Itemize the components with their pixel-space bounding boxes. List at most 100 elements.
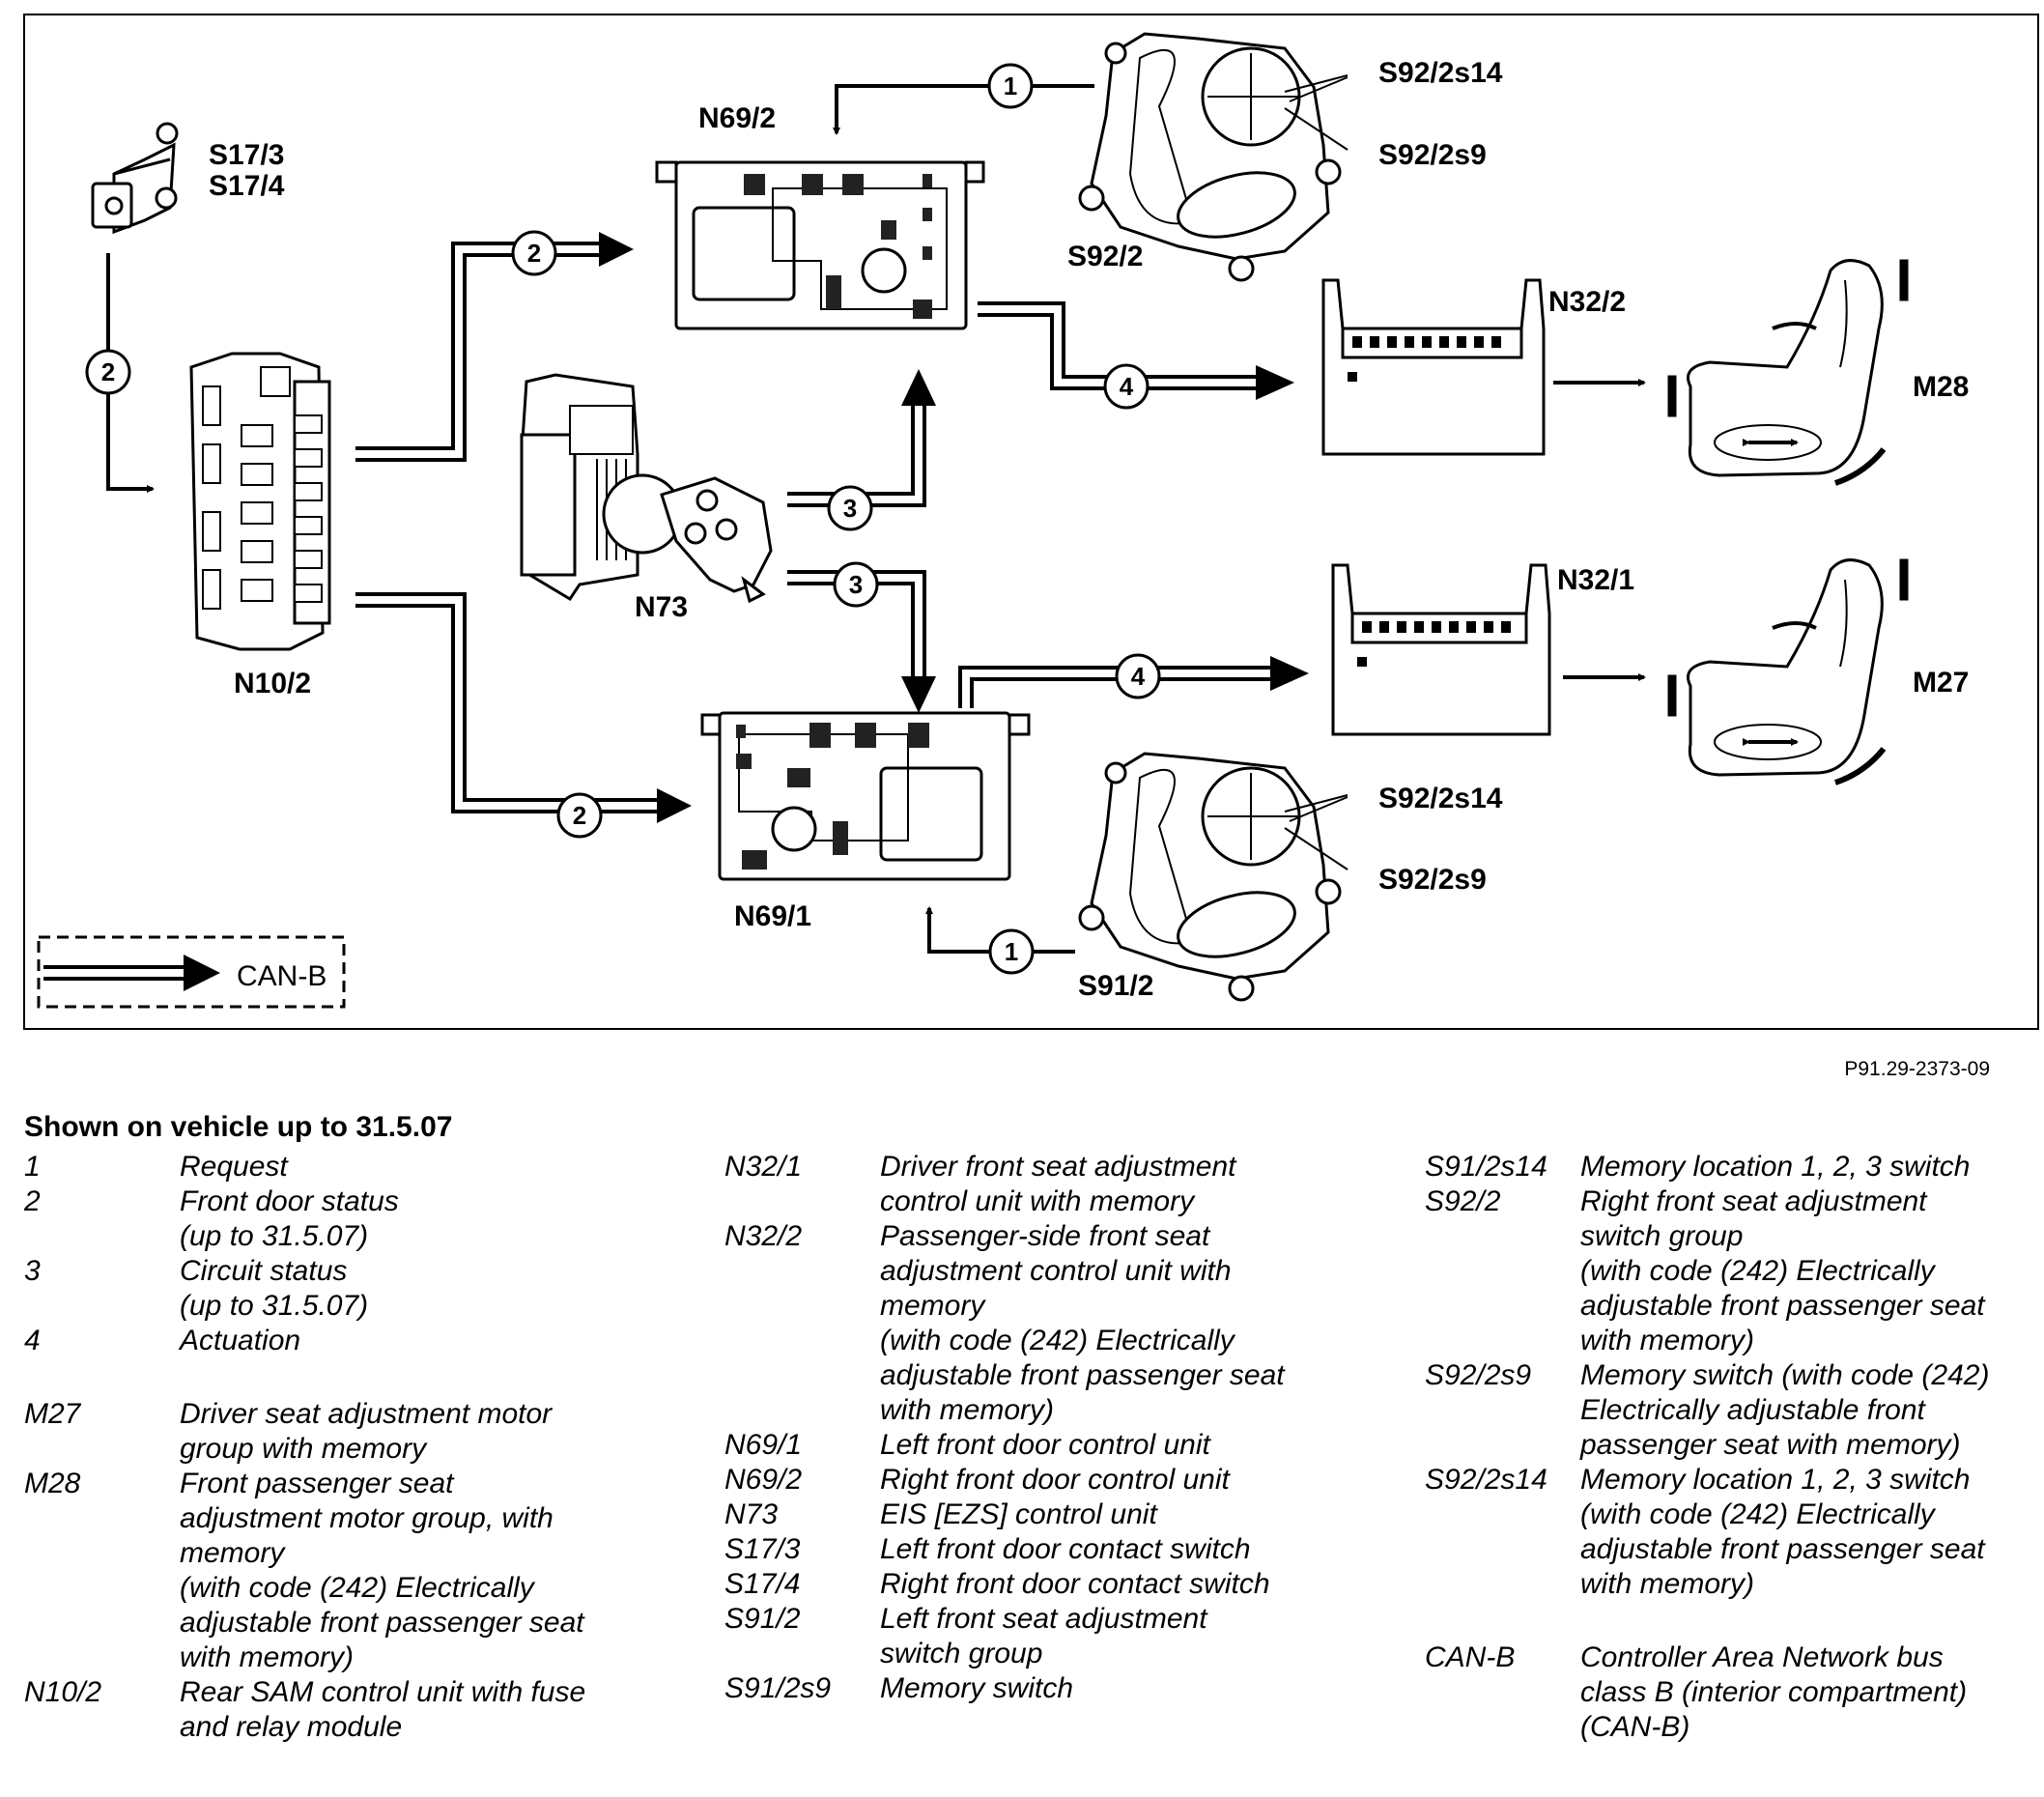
legend-code: S91/2s14 xyxy=(1425,1151,1547,1183)
signal-s92-n69-2 xyxy=(833,84,1094,135)
arrowhead xyxy=(599,232,634,267)
legend-title: Shown on vehicle up to 31.5.07 xyxy=(24,1111,453,1143)
legend-code: N69/2 xyxy=(724,1464,803,1496)
legend-code: 3 xyxy=(24,1255,41,1287)
legend-code: M27 xyxy=(24,1398,81,1430)
legend-code: N32/1 xyxy=(724,1151,803,1183)
label-n69-1: N69/1 xyxy=(734,900,811,932)
legend-item: S92/2s14 Memory location 1, 2, 3 switch (… xyxy=(1425,1463,2034,1602)
figure-reference: P91.29-2373-09 xyxy=(1844,1058,1990,1080)
number-circle-1: 1 xyxy=(987,63,1034,109)
can-bus-lines-inner xyxy=(43,245,1270,977)
number-circle-4: 4 xyxy=(1115,653,1161,699)
door-control-unit-n69-2 xyxy=(655,160,985,330)
legend-desc: Left front seat adjustment switch group xyxy=(880,1603,1207,1669)
bus-n10-n69-1 xyxy=(355,592,657,813)
legend-code: S91/2s9 xyxy=(724,1672,832,1704)
legend-desc: EIS [EZS] control unit xyxy=(880,1498,1157,1530)
legend-desc: Memory switch (with code (242) Electrica… xyxy=(1580,1359,1990,1461)
door-contact-switch-s17 xyxy=(91,122,179,235)
legend-desc: Right front seat adjustment switch group… xyxy=(1580,1185,1985,1356)
legend-desc: Front passenger seat adjustment motor gr… xyxy=(180,1468,584,1673)
number-circle-3: 3 xyxy=(827,485,873,531)
seat-switch-group-s91-2 xyxy=(1078,752,1342,1002)
label-n73: N73 xyxy=(635,591,688,623)
leader-line xyxy=(1289,76,1348,102)
leader-line xyxy=(1284,827,1348,870)
number-circle-3: 3 xyxy=(833,561,879,608)
legend-desc: Actuation xyxy=(180,1325,301,1356)
svg-text:3: 3 xyxy=(843,494,857,523)
legend-code: N10/2 xyxy=(24,1676,102,1708)
legend-item: S17/4 Right front door contact switch xyxy=(724,1567,1402,1602)
number-circle-2: 2 xyxy=(511,230,557,276)
legend-code: S17/4 xyxy=(724,1568,801,1600)
label-m28: M28 xyxy=(1913,371,1969,403)
label-s92-2s9-bottom: S92/2s9 xyxy=(1378,864,1487,896)
legend-desc: Driver seat adjustment motor group with … xyxy=(180,1398,553,1465)
legend-code: N32/2 xyxy=(724,1220,803,1252)
arrowhead xyxy=(1270,656,1309,691)
legend-gap xyxy=(24,1358,701,1397)
svg-text:2: 2 xyxy=(527,239,541,268)
label-n32-2: N32/2 xyxy=(1548,286,1626,318)
label-s92-2s14-bottom: S92/2s14 xyxy=(1378,783,1503,814)
legend-code: S92/2s14 xyxy=(1425,1464,1547,1496)
svg-text:1: 1 xyxy=(1005,937,1018,966)
arrowhead xyxy=(657,788,692,823)
number-circle-4: 4 xyxy=(1103,363,1150,410)
number-circle-1: 1 xyxy=(988,928,1035,975)
legend-code: S92/2s9 xyxy=(1425,1359,1532,1391)
arrowhead xyxy=(1256,365,1294,400)
legend-column-2: N32/1 Driver front seat adjustment contro… xyxy=(724,1150,1402,1706)
arrowhead xyxy=(901,369,936,406)
legend-desc: Right front door contact switch xyxy=(880,1568,1270,1600)
label-s92-2s14-top: S92/2s14 xyxy=(1378,57,1503,89)
label-s91-2: S91/2 xyxy=(1078,970,1153,1002)
legend-desc: Request xyxy=(180,1151,288,1183)
rear-sam-module-n10-2 xyxy=(189,352,331,651)
label-s17-4: S17/4 xyxy=(209,170,285,202)
arrowhead xyxy=(901,676,936,713)
legend-item: N32/1 Driver front seat adjustment contro… xyxy=(724,1150,1402,1219)
wiring-diagram: CAN-B 1 1 2 2 2 3 3 4 4 xyxy=(23,14,2039,1030)
legend-desc: Left front door contact switch xyxy=(880,1533,1251,1565)
svg-text:3: 3 xyxy=(849,570,863,599)
legend-desc: Front door status (up to 31.5.07) xyxy=(180,1185,399,1252)
legend-desc: Circuit status (up to 31.5.07) xyxy=(180,1255,369,1322)
label-n10-2: N10/2 xyxy=(234,668,311,699)
seat-motor-group-m27 xyxy=(1667,558,1909,785)
legend-desc: Driver front seat adjustment control uni… xyxy=(880,1151,1236,1217)
number-circle-2: 2 xyxy=(85,349,131,395)
seat-control-unit-n32-2 xyxy=(1321,278,1546,456)
legend-item: 3 Circuit status (up to 31.5.07) xyxy=(24,1254,701,1324)
label-s92-2s9-top: S92/2s9 xyxy=(1378,139,1487,171)
label-n69-2: N69/2 xyxy=(698,102,776,134)
leader-line xyxy=(1284,74,1348,93)
can-bus-arrowheads xyxy=(184,232,1309,991)
bus-n73-n69-2 xyxy=(787,406,926,507)
label-s17-3: S17/3 xyxy=(209,139,284,171)
leader-line xyxy=(1289,796,1348,822)
signal-number-circles: 1 1 2 2 2 3 3 4 4 xyxy=(85,63,1161,975)
seat-switch-group-s92-2 xyxy=(1078,32,1342,282)
signal-s17-n10 xyxy=(106,253,155,493)
legend-item: S92/2 Right front seat adjustment switch … xyxy=(1425,1184,2034,1358)
arrowhead xyxy=(184,955,220,991)
svg-text:4: 4 xyxy=(1120,372,1134,401)
legend-code: N73 xyxy=(724,1498,779,1530)
legend-desc: Memory location 1, 2, 3 switch (with cod… xyxy=(1580,1464,1985,1600)
leader-line xyxy=(1284,107,1348,151)
legend-code: S91/2 xyxy=(724,1603,801,1635)
legend-code: M28 xyxy=(24,1468,81,1499)
legend-code: S92/2 xyxy=(1425,1185,1501,1217)
